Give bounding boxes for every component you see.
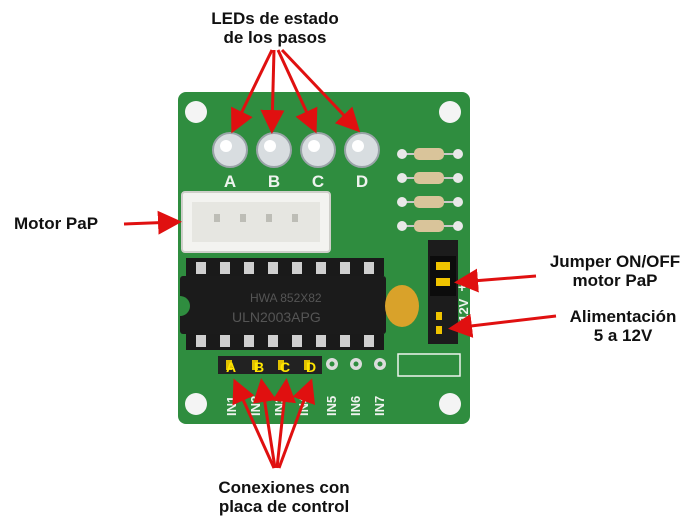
led-letter-c: C: [312, 172, 324, 191]
arrow-pin-c: [272, 378, 297, 469]
motor-connector: [181, 191, 331, 253]
arrow-led-d: [280, 48, 361, 133]
chip-marking-top: HWA 852X82: [250, 291, 322, 305]
arrow-pin-d: [277, 378, 316, 469]
power-header: [428, 240, 458, 344]
callout-leds-line2: de los pasos: [223, 28, 327, 47]
led-letter-b: B: [268, 172, 280, 191]
led-letter-a: A: [224, 172, 236, 191]
chip-marking-model: ULN2003APG: [232, 309, 321, 325]
callout-motor-text: Motor PaP: [14, 214, 99, 233]
capacitor: [385, 285, 419, 327]
callout-jumper-line2: motor PaP: [572, 271, 658, 290]
arrow-pin-b: [252, 378, 277, 469]
arrow-led-c: [276, 49, 318, 134]
callout-connections-line2: placa de control: [218, 497, 350, 516]
callout-leds: LEDs de estado de los pasos: [180, 9, 370, 47]
callout-power: Alimentación 5 a 12V: [556, 307, 690, 345]
arrow-led-a: [231, 49, 274, 134]
pin-label-in6: IN6: [348, 396, 363, 416]
arrow-led-b: [260, 49, 285, 134]
mount-hole: [439, 393, 461, 415]
resistor-row: [397, 148, 463, 232]
pin-label-in1: IN1: [224, 396, 239, 416]
pin-label-in5: IN5: [324, 396, 339, 416]
arrow-pin-a: [232, 378, 276, 469]
callout-power-line1: Alimentación: [569, 307, 677, 326]
pin-letter-c: C: [280, 359, 290, 375]
pin-letter-a: A: [226, 359, 236, 375]
arrow-jumper: [454, 268, 537, 293]
pin-letter-b: B: [254, 359, 264, 375]
input-header: [218, 353, 461, 377]
callout-connections-line1: Conexiones con: [218, 478, 350, 497]
arrow-motor: [123, 210, 182, 235]
arrow-power: [448, 313, 557, 338]
led-group: [212, 132, 380, 168]
callout-power-line2: 5 a 12V: [593, 326, 653, 345]
callout-jumper-line1: Jumper ON/OFF: [549, 252, 681, 271]
callout-arrows: [123, 48, 557, 469]
mount-hole: [439, 101, 461, 123]
callout-jumper: Jumper ON/OFF motor PaP: [536, 252, 694, 290]
ic-chip: [180, 258, 386, 350]
led-letter-d: D: [356, 172, 368, 191]
callout-motor: Motor PaP: [14, 214, 124, 233]
pin-letter-d: D: [306, 359, 316, 375]
callout-leds-line1: LEDs de estado: [211, 9, 339, 28]
mount-hole: [185, 101, 207, 123]
mount-hole: [185, 393, 207, 415]
callout-connections: Conexiones con placa de control: [188, 478, 380, 516]
pin-label-in7: IN7: [372, 396, 387, 416]
